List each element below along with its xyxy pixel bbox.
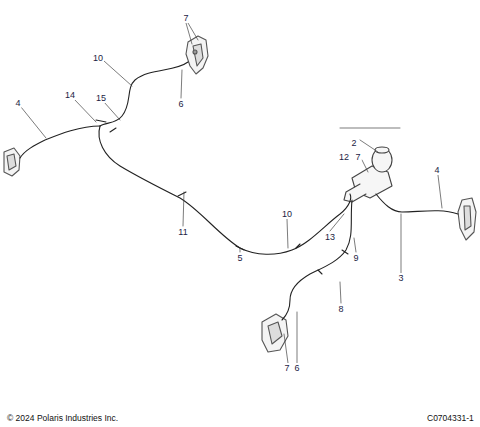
master-cylinder (344, 147, 392, 202)
callout-number: 9 (352, 253, 359, 263)
callout-number: 7 (182, 13, 189, 23)
callout-number: 10 (92, 53, 104, 63)
callout-number: 7 (283, 363, 290, 373)
front-caliper (4, 148, 20, 176)
callout-number: 12 (338, 152, 350, 162)
callout-number: 14 (64, 90, 76, 100)
callout-number: 4 (433, 165, 440, 175)
callout-number: 6 (293, 363, 300, 373)
callout-number: 15 (95, 93, 107, 103)
callout-number: 10 (281, 209, 293, 219)
callout-number: 4 (14, 98, 21, 108)
callout-number: 2 (350, 138, 357, 148)
callout-number: 7 (354, 152, 361, 162)
brake-line (20, 62, 458, 320)
callout-number: 3 (397, 273, 404, 283)
figure-number: C0704331-1 (426, 413, 475, 423)
callout-number: 13 (324, 232, 336, 242)
front-caliper (186, 36, 208, 74)
rear-caliper (458, 198, 476, 240)
callout-number: 6 (177, 99, 184, 109)
rear-caliper (262, 314, 288, 352)
callout-number: 8 (337, 304, 344, 314)
callout-number: 11 (177, 227, 188, 237)
leader-line (21, 23, 442, 363)
callout-number: 5 (236, 253, 243, 263)
copyright-notice: © 2024 Polaris Industries Inc. (6, 413, 119, 423)
